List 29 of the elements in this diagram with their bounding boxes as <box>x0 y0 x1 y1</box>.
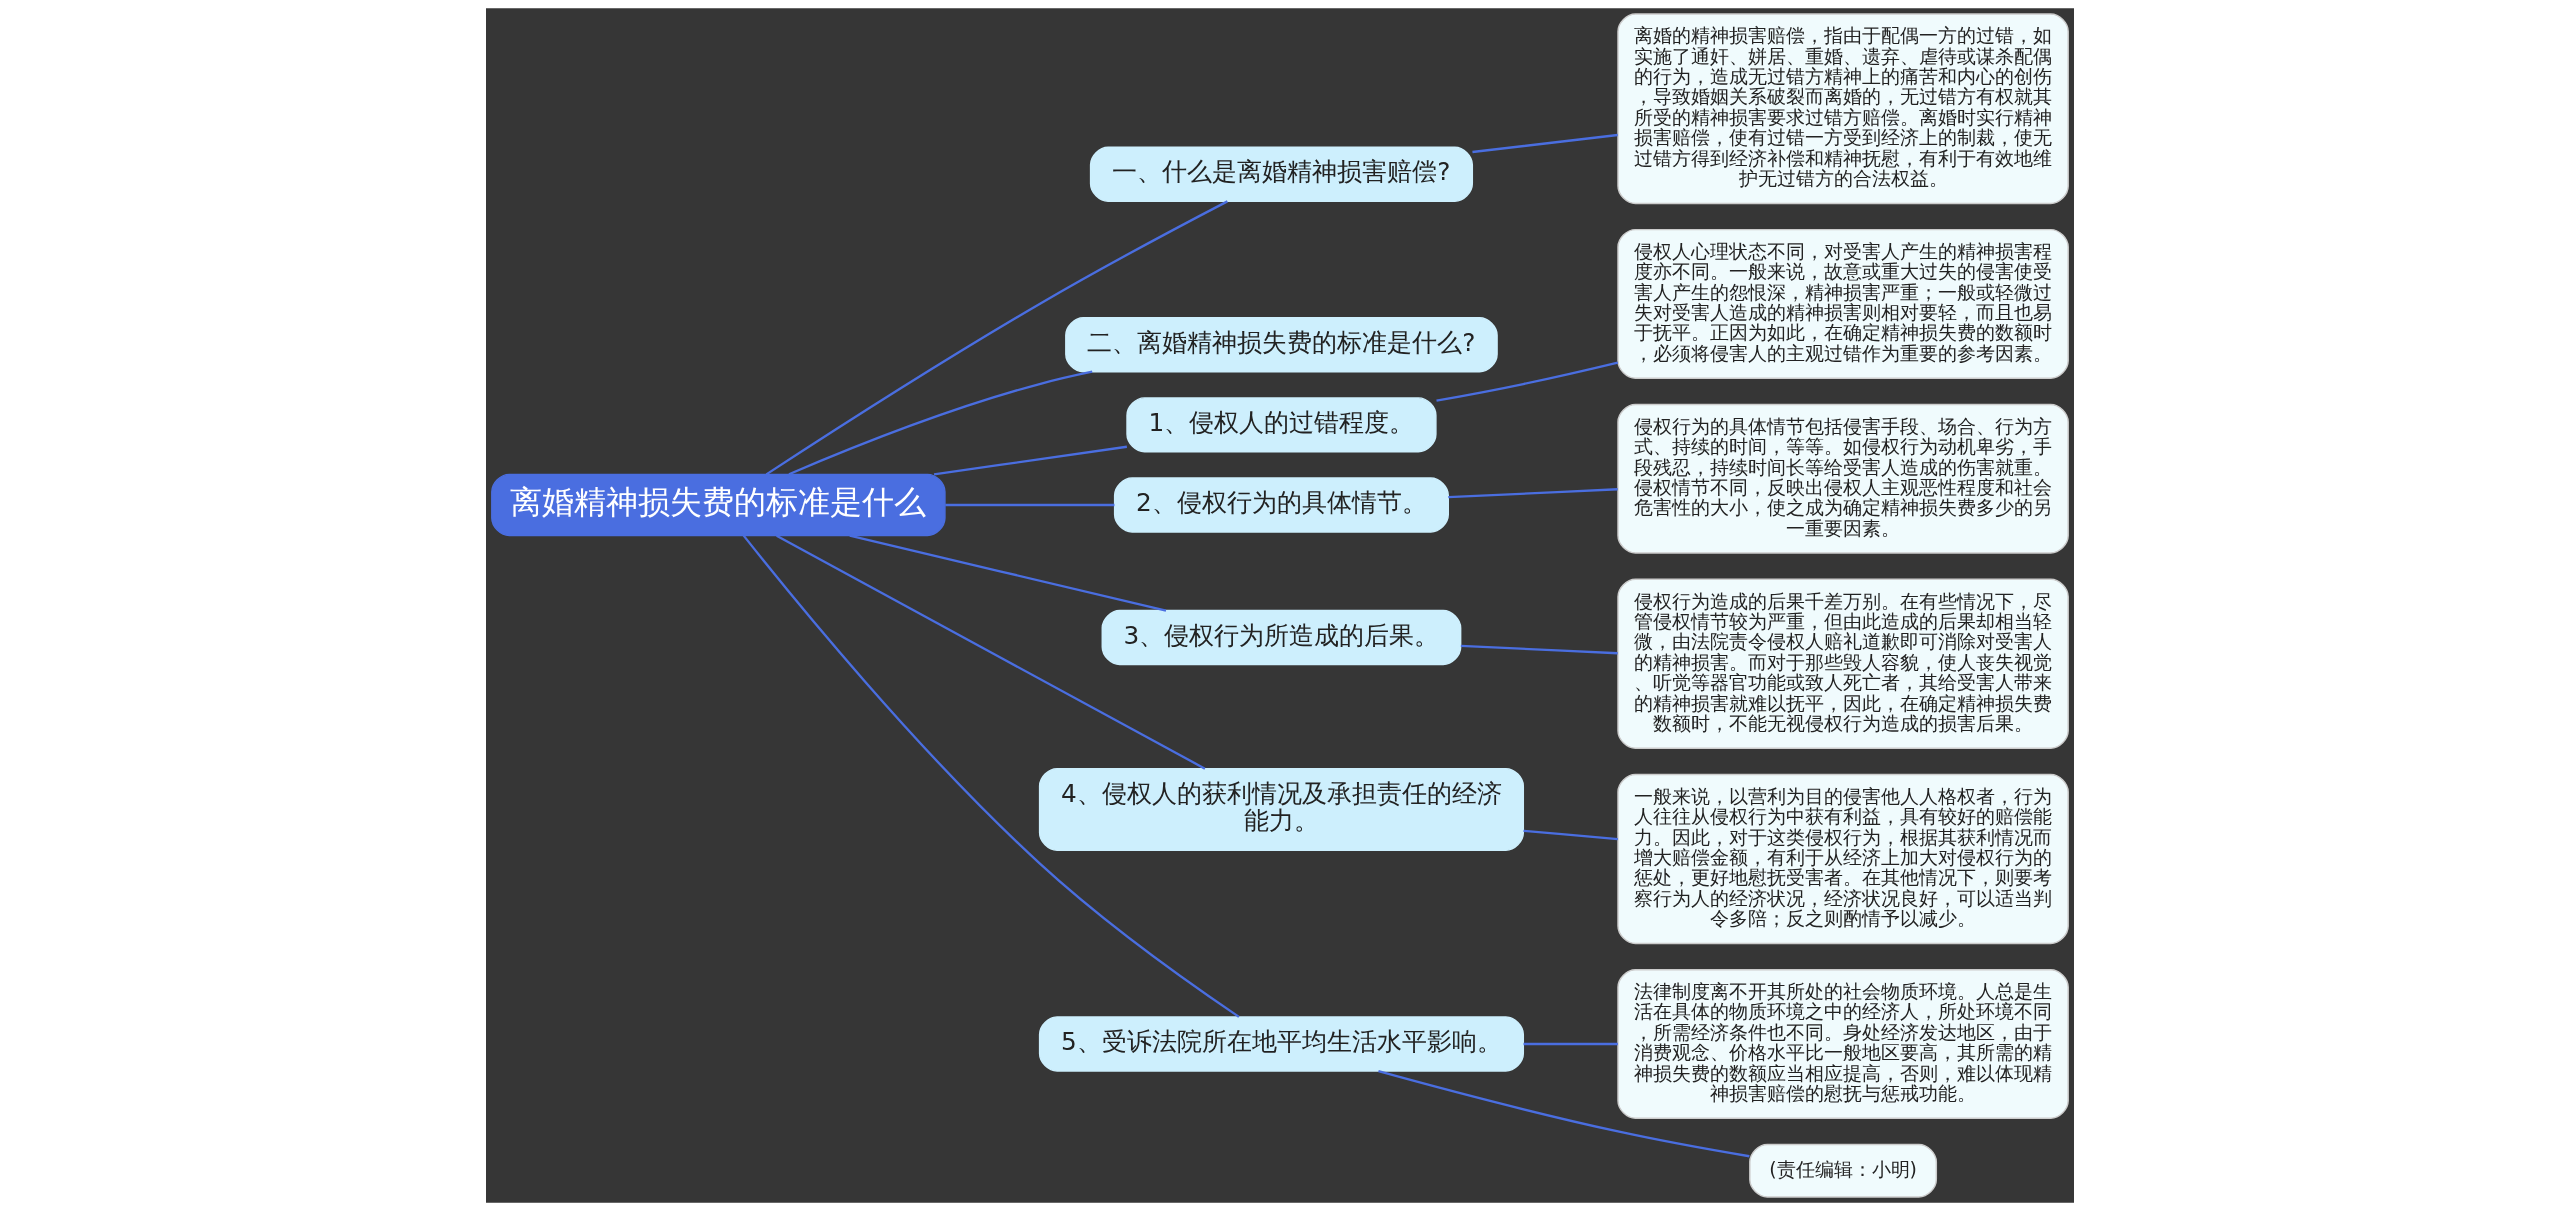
connector <box>1460 644 1618 655</box>
connector <box>1523 829 1618 841</box>
connector <box>1523 1042 1618 1046</box>
node-box: 一般来说，以营利为目的侵害他人人格权者，行为人往往从侵权行为中获有利益，具有较好的赔偿能力。因此，对于这类侵权行为，根据其获利情况而增大赔偿金额，有利于从经济上加大对侵权行为的惩处，更好地慰抚受害者。在其他情况下，则要考察行为人的经济状况，经济状况良好，可以适当判令多陪；反之则酌情予以减少。 <box>1617 773 2069 945</box>
connector <box>1448 488 1618 499</box>
node-box: 1、侵权人的过错程度。 <box>1126 397 1437 453</box>
connector <box>788 370 1093 476</box>
connector <box>945 503 1115 507</box>
node-box: 离婚的精神损害赔偿，指由于配偶一方的过错，如实施了通奸、姘居、重婚、遗弃、虐待或谋杀配偶的行为，造成无过错方精神上的痛苦和内心的创伤，导致婚姻关系破裂而离婚的，无过错方有权就其所受的精神损害要求过错方赔偿。离婚时实行精神损害赔偿，使有过错一方受到经济上的制裁，使无过错方得到经济补偿和精神抚慰，有利于有效地维护无过错方的合法权益。 <box>1617 13 2069 205</box>
node-box: 一、什么是离婚精神损害赔偿? <box>1089 146 1474 202</box>
node-box: 侵权行为的具体情节包括侵害手段、场合、行为方式、持续的时间，等等。如侵权行为动机卑劣，手段残忍，持续时间长等给受害人造成的伤害就重。侵权情节不同，反映出侵权人主观恶性程度和社会危害性的大小，使之成为确定精神损失费多少的另一重要因素。 <box>1617 403 2069 554</box>
connector <box>765 200 1228 476</box>
node-box: 3、侵权行为所造成的后果。 <box>1101 609 1462 666</box>
connector <box>1472 133 1618 154</box>
connector <box>849 534 1167 612</box>
node-box: 侵权人心理状态不同，对受害人产生的精神损害程度亦不同。一般来说，故意或重大过失的侵害使受害人产生的怨恨深，精神损害严重；一般或轻微过失对受害人造成的精神损害则相对要轻，而且也易于抚平。正因为如此，在确定精神损失费的数额时，必须将侵害人的主观过错作为重要的参考因素。 <box>1617 228 2069 379</box>
node-box: 侵权行为造成的后果千差万别。在有些情况下，尽管侵权情节较为严重，但由此造成的后果却相当轻微，由法院责令侵权人赔礼道歉即可消除对受害人的精神损害。而对于那些毁人容貌，使人丧失视觉、听觉等器官功能或致人死亡者，其给受害人带来的精神损害就难以抚平，因此，在确定精神损失费数额时，不能无视侵权行为造成的损害后果。 <box>1617 578 2069 749</box>
node-box: (责任编辑：小明) <box>1749 1143 1938 1198</box>
connector <box>1436 361 1619 402</box>
node-box: 离婚精神损失费的标准是什么 <box>491 473 946 537</box>
node-box: 4、侵权人的获利情况及承担责任的经济能力。 <box>1038 767 1525 851</box>
node-box: 5、受诉法院所在地平均生活水平影响。 <box>1038 1016 1525 1072</box>
connector <box>776 534 1206 770</box>
connector <box>742 534 1240 1018</box>
node-box: 2、侵权行为的具体情节。 <box>1113 477 1449 533</box>
node-box: 二、离婚精神损失费的标准是什么? <box>1065 317 1498 373</box>
connector <box>1378 1070 1750 1158</box>
connector <box>933 445 1128 476</box>
node-box: 法律制度离不开其所处的社会物质环境。人总是生活在具体的物质环境之中的经济人，所处环境不同，所需经济条件也不同。身处经济发达地区，由于消费观念、价格水平比一般地区要高，其所需的精神损失费的数额应当相应提高，否则，难以体现精神损害赔偿的慰抚与惩戒功能。 <box>1617 969 2069 1120</box>
